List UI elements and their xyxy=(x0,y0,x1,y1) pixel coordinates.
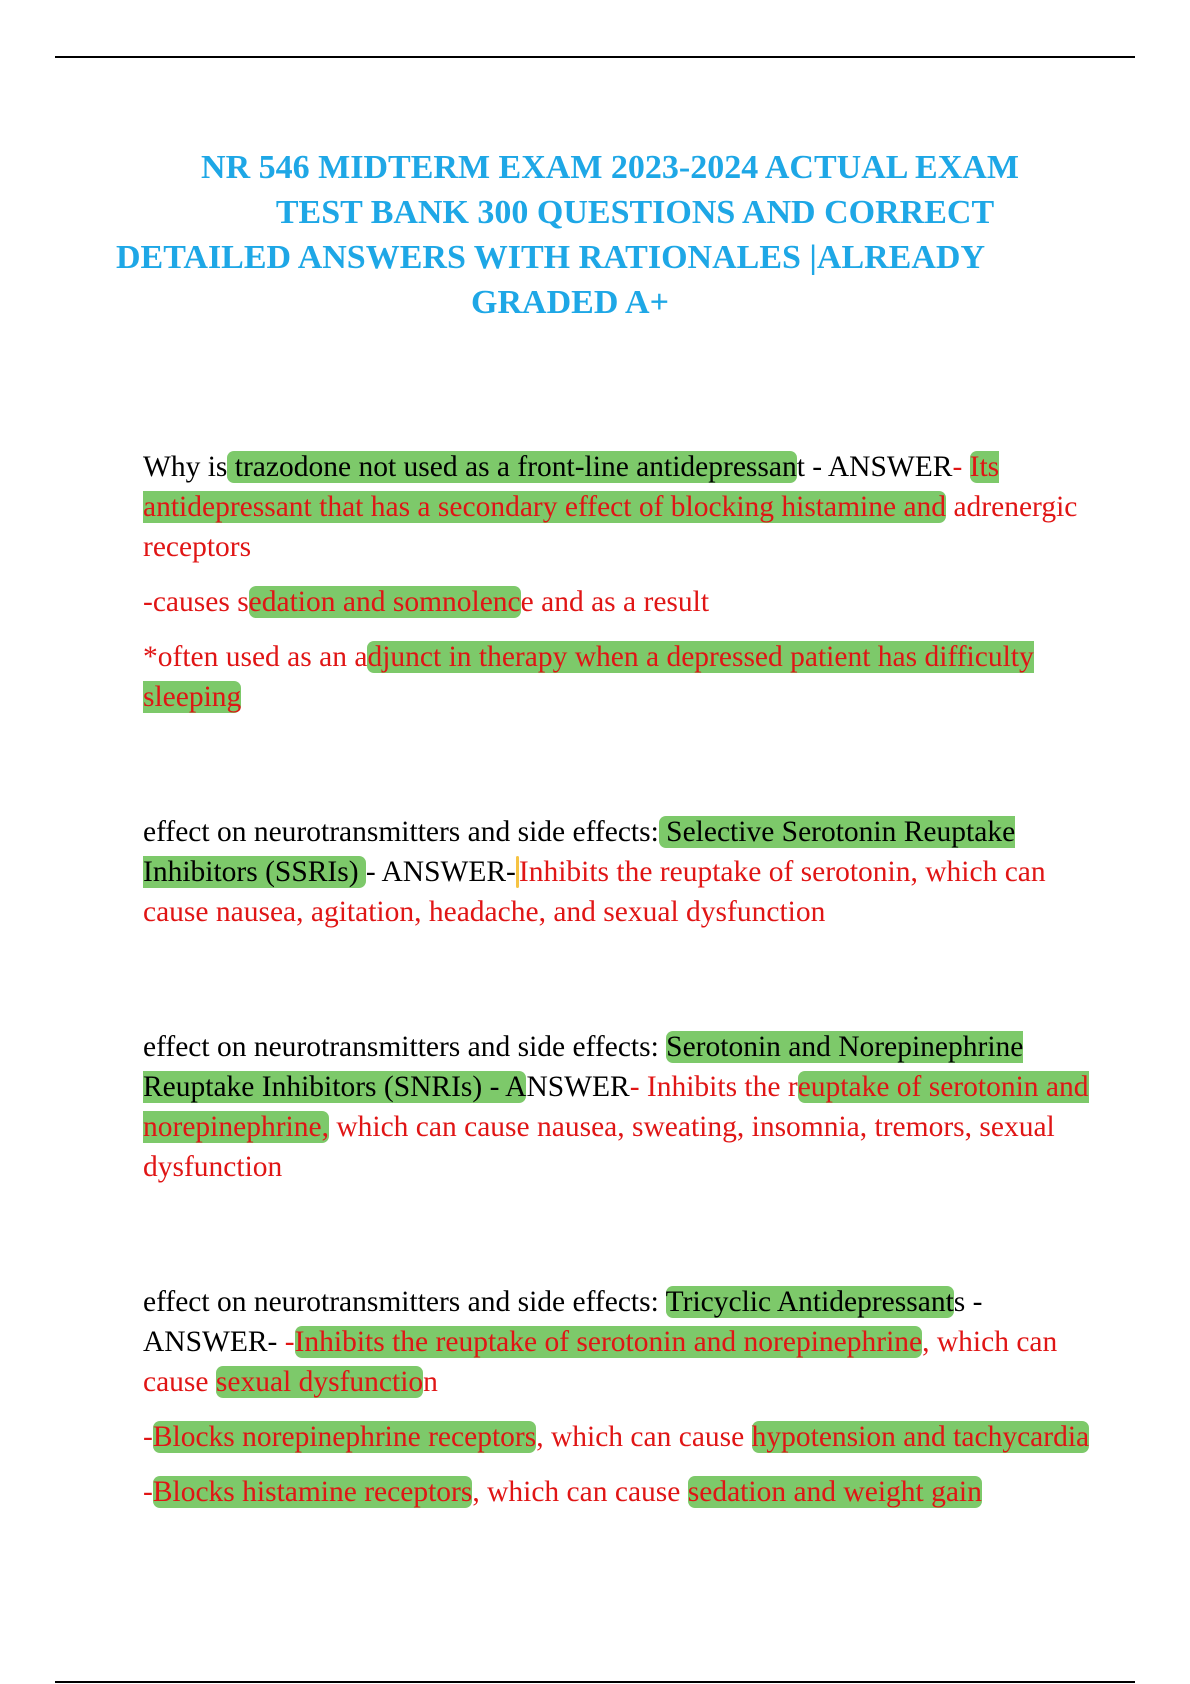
bottom-rule xyxy=(55,1681,1135,1683)
qa-paragraph: effect on neurotransmitters and side eff… xyxy=(143,1027,1103,1187)
answer-highlight: Blocks norepinephrine receptors xyxy=(152,1421,537,1453)
answer-highlight: Inhibits the reuptake of serotonin and n… xyxy=(294,1326,923,1358)
answer-text: - xyxy=(143,1421,153,1453)
answer-text: e and as a result xyxy=(520,586,710,618)
qa-paragraph: effect on neurotransmitters and side eff… xyxy=(143,812,1103,932)
question-list: Why is trazodone not used as a front-lin… xyxy=(143,447,1103,1527)
question-text: effect on neurotransmitters and side eff… xyxy=(143,1031,667,1063)
top-rule xyxy=(55,56,1135,58)
answer-text: which can cause nausea, sweating, insomn… xyxy=(143,1111,1055,1183)
question-text: NSWER xyxy=(526,1071,630,1103)
qa-item-tricyclics: effect on neurotransmitters and side eff… xyxy=(143,1282,1103,1512)
answer-highlight: Blocks histamine receptors xyxy=(152,1476,473,1508)
question-text: s - ANSWER- xyxy=(143,1286,983,1358)
answer-text: , which can cause xyxy=(143,1326,1058,1398)
answer-text: Inhibits the reuptake of serotonin, whic… xyxy=(143,856,1046,928)
answer-paragraph: -causes sedation and somnolence and as a… xyxy=(143,582,1103,622)
answer-text: , which can cause xyxy=(472,1476,688,1508)
question-highlight: Tricyclic Antidepressant xyxy=(665,1286,954,1318)
qa-paragraph: effect on neurotransmitters and side eff… xyxy=(143,1282,1103,1402)
qa-paragraph: Why is trazodone not used as a front-lin… xyxy=(143,447,1103,567)
answer-text: n xyxy=(423,1366,438,1398)
question-text: Why is xyxy=(143,451,228,483)
answer-paragraph: *often used as an adjunct in therapy whe… xyxy=(143,637,1103,717)
answer-text: - Inhibits the r xyxy=(629,1071,798,1103)
answer-text: - xyxy=(143,1476,153,1508)
answer-highlight: sedation and weight gain xyxy=(687,1476,982,1508)
answer-text: *often used as an a xyxy=(143,641,368,673)
answer-highlight: edation and somnolenc xyxy=(248,586,521,618)
highlight-marker xyxy=(515,856,519,888)
question-text: effect on neurotransmitters and side eff… xyxy=(143,1286,666,1318)
title-line-4: GRADED A+ xyxy=(471,284,669,321)
question-text: t - ANSWER xyxy=(796,451,953,483)
title-line-3: DETAILED ANSWERS WITH RATIONALES |ALREAD… xyxy=(116,239,986,276)
answer-paragraph: -Blocks norepinephrine receptors, which … xyxy=(143,1417,1103,1457)
answer-text: , which can cause xyxy=(536,1421,752,1453)
answer-text: -causes s xyxy=(143,586,249,618)
question-highlight: trazodone not used as a front-line antid… xyxy=(227,451,797,483)
answer-text: - xyxy=(952,451,970,483)
answer-paragraph: -Blocks histamine receptors, which can c… xyxy=(143,1472,1103,1512)
answer-text: adrenergic receptors xyxy=(143,491,1078,563)
qa-item-ssris: effect on neurotransmitters and side eff… xyxy=(143,812,1103,932)
qa-item-trazodone: Why is trazodone not used as a front-lin… xyxy=(143,447,1103,717)
answer-text: - xyxy=(284,1326,295,1358)
qa-item-snris: effect on neurotransmitters and side eff… xyxy=(143,1027,1103,1187)
title-line-2: TEST BANK 300 QUESTIONS AND CORRECT xyxy=(275,194,995,231)
answer-highlight: sexual dysfunctio xyxy=(215,1366,424,1398)
question-text: - ANSWER- xyxy=(365,856,516,888)
document-title: NR 546 MIDTERM EXAM 2023-2024 ACTUAL EXA… xyxy=(100,145,1040,325)
question-text: effect on neurotransmitters and side eff… xyxy=(143,816,659,848)
title-line-1: NR 546 MIDTERM EXAM 2023-2024 ACTUAL EXA… xyxy=(201,149,1019,186)
answer-highlight: hypotension and tachycardia xyxy=(751,1421,1090,1453)
